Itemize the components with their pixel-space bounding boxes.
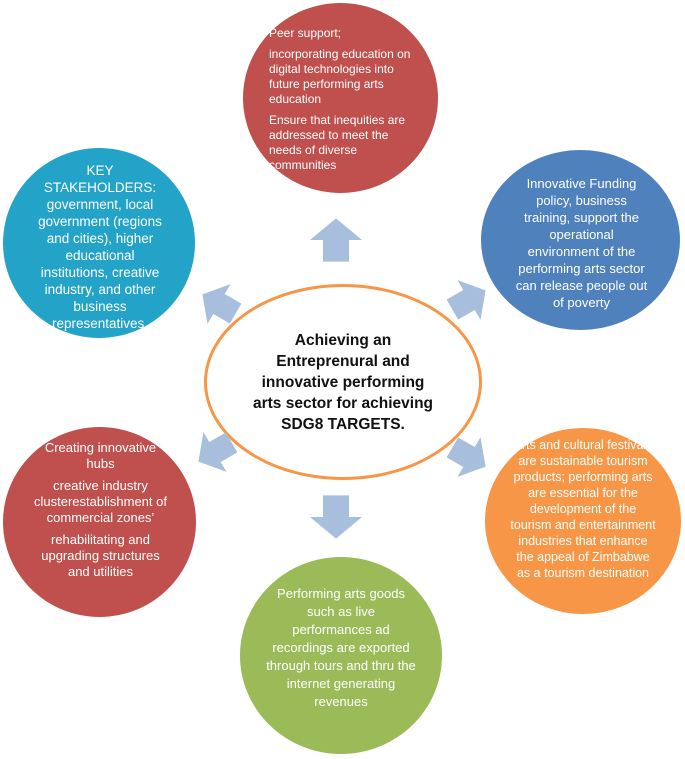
- node-lower-left-text: Creating innovative hubs creative indust…: [33, 440, 168, 586]
- node-top-paragraph-1: Peer support;: [269, 26, 342, 40]
- node-lower-right-circle: [485, 428, 681, 614]
- node-lower-left-circle: [3, 427, 196, 617]
- arrow-lower-right-icon: [446, 437, 486, 477]
- node-top-text: Peer support; incorporating education on…: [269, 26, 414, 179]
- node-bottom-text: Performing arts goods such as live perfo…: [266, 586, 416, 709]
- node-upper-right-text: Innovative Funding policy, business trai…: [515, 176, 648, 310]
- node-lower-right-text: Arts and cultural festivals are sustaina…: [510, 438, 656, 580]
- arrow-upper-left-icon: [202, 284, 242, 324]
- node-top-circle: [243, 3, 438, 193]
- node-lower-left-paragraph-3: rehabilitating and upgrading structures …: [41, 532, 160, 579]
- node-top-paragraph-2: incorporating education on digital techn…: [269, 47, 411, 106]
- center-ellipse: [204, 284, 482, 480]
- node-upper-right-circle: [481, 150, 680, 330]
- arrow-down-icon: [310, 495, 362, 539]
- arrow-up-icon: [310, 218, 362, 262]
- arrow-upper-right-icon: [446, 280, 486, 320]
- node-upper-left-text: KEY STAKEHOLDERS: government, local gove…: [38, 163, 162, 331]
- node-upper-left-circle: [3, 148, 195, 338]
- node-bottom-circle: [240, 557, 442, 754]
- node-top-paragraph-3: Ensure that inequities are addressed to …: [269, 113, 406, 172]
- node-lower-left-paragraph-2: creative industry clusterestablishment o…: [34, 478, 167, 525]
- center-label: Achieving an Entreprenural and innovativ…: [252, 332, 434, 433]
- node-lower-left-paragraph-1: Creating innovative hubs: [44, 440, 157, 471]
- arrow-lower-left-icon: [198, 432, 238, 472]
